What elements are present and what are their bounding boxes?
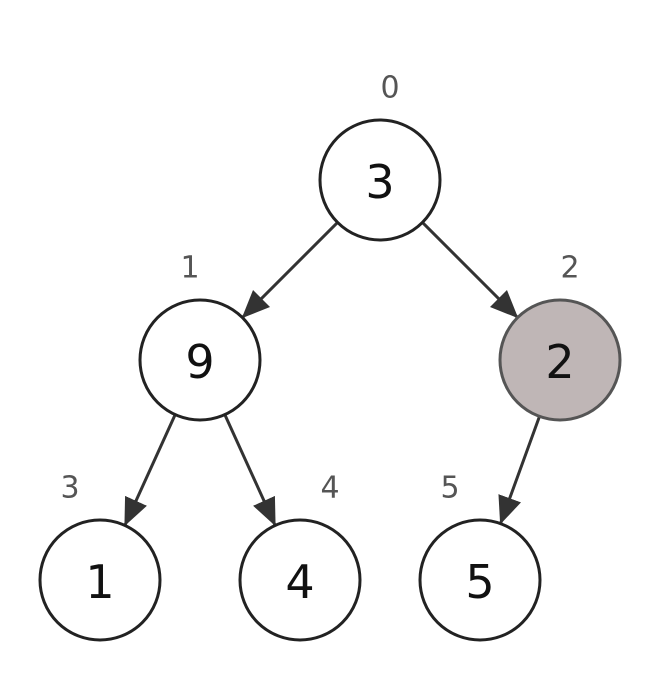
edge-arrow-n1-n3 xyxy=(123,414,177,527)
edge-arrow-n1-n4 xyxy=(223,414,277,527)
node-value-label: 5 xyxy=(465,555,494,609)
node-value-label: 2 xyxy=(545,335,574,389)
node-index-label: 1 xyxy=(180,251,199,286)
tree-node-n2: 22 xyxy=(498,251,622,422)
edge-arrow-n0-n2 xyxy=(421,221,519,319)
tree-node-n1: 91 xyxy=(138,251,262,422)
tree-node-n5: 55 xyxy=(418,471,542,642)
node-value-label: 1 xyxy=(85,555,114,609)
tree-node-n4: 44 xyxy=(238,471,362,642)
edges-layer xyxy=(123,221,541,527)
node-circle xyxy=(318,118,442,242)
node-value-label: 3 xyxy=(365,155,394,209)
node-value-label: 4 xyxy=(285,555,314,609)
node-value-label: 9 xyxy=(185,335,214,389)
node-circle xyxy=(238,518,362,642)
node-index-label: 5 xyxy=(440,471,459,506)
tree-node-n0: 30 xyxy=(318,71,442,242)
highlighted-node-circle xyxy=(498,298,622,422)
node-index-label: 0 xyxy=(380,71,399,106)
node-circle xyxy=(418,518,542,642)
node-index-label: 2 xyxy=(560,251,579,286)
edge-arrow-n0-n1 xyxy=(241,221,339,319)
tree-node-n3: 13 xyxy=(38,471,162,642)
node-index-label: 4 xyxy=(320,471,339,506)
node-index-label: 3 xyxy=(60,471,79,506)
node-circle xyxy=(38,518,162,642)
edge-arrow-n2-n5 xyxy=(498,415,541,525)
node-circle xyxy=(138,298,262,422)
